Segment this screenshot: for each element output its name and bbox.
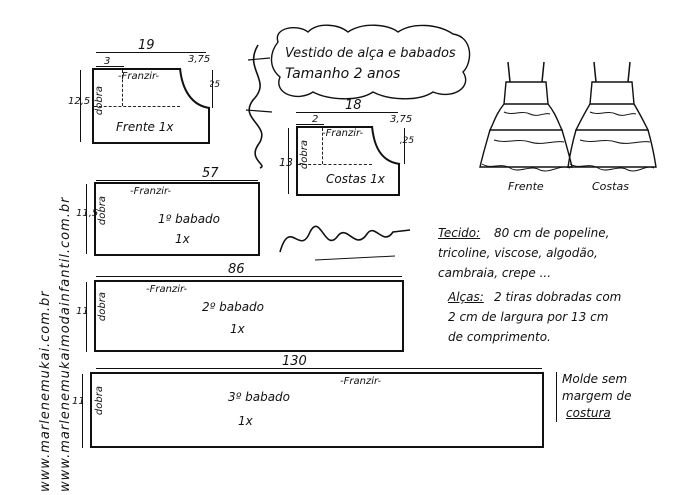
dress-back-illustration: [567, 61, 657, 172]
seam-note-line-2: margem de: [562, 389, 632, 403]
seam-note-bracket: [556, 372, 557, 422]
seam-note-line-1: Molde sem: [562, 372, 628, 386]
ruffle3-qty: 1x: [238, 414, 253, 428]
title-line-1: Vestido de alça e babados: [285, 46, 456, 61]
fabric-line-3: cambraia, crepe ...: [438, 266, 552, 280]
ruffle3-rect: [90, 372, 544, 448]
ruffle1-fold-label: dobra: [97, 196, 108, 226]
ruffle2-gather-label: -Franzir-: [146, 284, 188, 295]
signature-vertical: [245, 44, 273, 169]
back-armhole-depth: 6,25: [394, 136, 415, 146]
seam-note-line-3: costura: [566, 406, 611, 420]
dress-front-illustration: [479, 61, 573, 172]
straps-line-1: 2 tiras dobradas com: [494, 290, 622, 304]
front-width-label: 19: [138, 38, 155, 53]
ruffle3-gather-label: -Franzir-: [340, 376, 382, 387]
illustration-back-label: Costas: [592, 180, 629, 193]
title-line-2: Tamanho 2 anos: [285, 66, 401, 82]
fabric-line-2: tricoline, viscose, algodão,: [438, 246, 598, 260]
website-text-2: www.marlenemukaimodainfantil.com.br: [58, 196, 73, 492]
fabric-heading: Tecido:: [438, 226, 481, 240]
ruffle1-height-label: 11,5: [76, 208, 99, 219]
back-fold-label: dobra: [299, 140, 310, 170]
front-offset-left: 3: [104, 56, 111, 67]
illustration-front-label: Frente: [508, 180, 544, 193]
back-label: Costas 1x: [326, 172, 385, 186]
straps-heading: Alças:: [448, 290, 484, 304]
back-gather-label: -Franzir-: [322, 128, 364, 139]
front-height-label: 12,5: [68, 96, 91, 107]
front-fold-label: dobra: [94, 86, 105, 116]
ruffle1-gather-label: -Franzir-: [130, 186, 172, 197]
ruffle1-name: 1º babado: [158, 212, 221, 226]
straps-line-3: de comprimento.: [448, 330, 551, 344]
fabric-line-1: 80 cm de popeline,: [494, 226, 610, 240]
back-width-label: 18: [345, 98, 362, 113]
title-cloud: [270, 24, 471, 100]
straps-line-2: 2 cm de largura por 13 cm: [448, 310, 609, 324]
ruffle1-width-label: 57: [202, 166, 219, 181]
ruffle2-rect: [94, 280, 404, 352]
back-height-label: 13: [279, 156, 293, 169]
ruffle2-width-label: 86: [228, 262, 245, 277]
ruffle3-width-label: 130: [282, 354, 307, 369]
ruffle1-qty: 1x: [175, 232, 190, 246]
ruffle3-height-label: 11: [72, 396, 85, 407]
back-offset-left: 2: [312, 114, 319, 125]
ruffle3-name: 3º babado: [228, 390, 291, 404]
ruffle3-fold-label: dobra: [94, 386, 105, 416]
front-label: Frente 1x: [116, 120, 174, 134]
back-offset-right: 3,75: [390, 114, 413, 125]
ruffle1-rect: [94, 182, 260, 256]
ruffle2-qty: 1x: [230, 322, 245, 336]
front-armhole-depth: 6,25: [200, 80, 221, 90]
ruffle2-name: 2º babado: [202, 300, 265, 314]
front-gather-label: -Franzir-: [118, 71, 160, 82]
ruffle2-fold-label: dobra: [97, 292, 108, 322]
ruffle2-height-label: 11: [76, 306, 89, 317]
signature-horizontal: [279, 225, 411, 261]
front-offset-right: 3,75: [188, 54, 211, 65]
website-text-1: www.marlenemukai.com.br: [38, 290, 53, 492]
